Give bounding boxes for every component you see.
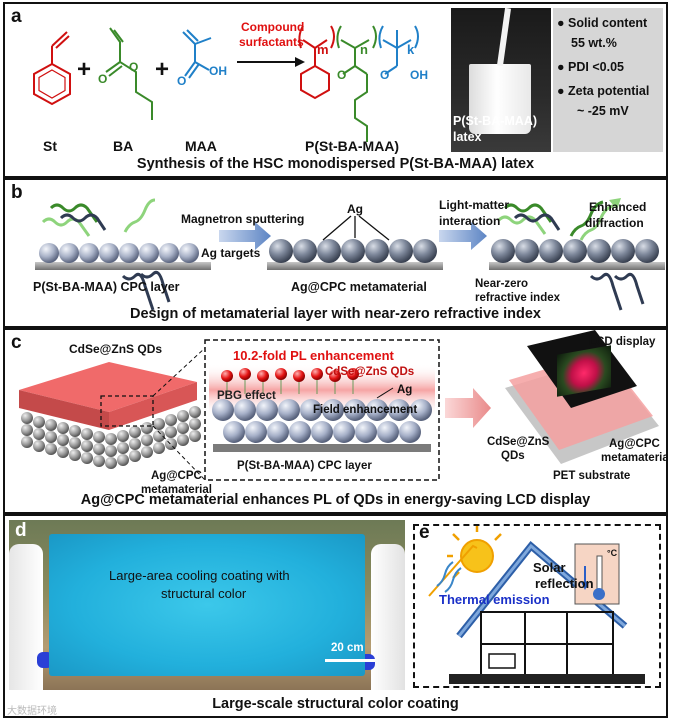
subscript-k: k <box>407 42 415 57</box>
panel-label-b: b <box>11 182 23 203</box>
inset-title: 10.2-fold PL enhancement <box>233 348 394 363</box>
scale-bar <box>325 659 375 662</box>
nearzero-line1: Near-zero <box>475 278 529 290</box>
product-label: P(St-BA-MAA) <box>305 138 400 154</box>
house-diagram <box>428 526 645 684</box>
nearzero-line2: refractive index <box>475 292 561 304</box>
monomer-maa-label: MAA <box>185 138 217 154</box>
solar-line2: reflection <box>535 576 594 591</box>
photo-text-line2: structural color <box>161 586 247 601</box>
agcpc2-line1: Ag@CPC <box>609 438 660 450</box>
person-right <box>371 544 405 690</box>
step2-line1: Light-matter <box>439 198 509 212</box>
arrow-label-line1: Compound <box>241 20 305 34</box>
cpc-layer-diagram <box>35 198 665 311</box>
layer2-label: Ag@CPC metamaterial <box>291 280 427 294</box>
prop-solid-content: ● Solid content <box>557 16 648 30</box>
subscript-n: n <box>360 42 368 57</box>
maa-structure <box>182 29 212 79</box>
pouring-stream <box>496 7 512 67</box>
qd-label: CdSe@ZnS QDs <box>69 342 163 356</box>
watermark: 大数据环境 <box>7 706 57 717</box>
panel-label-c: c <box>11 332 22 353</box>
enhanced-line2: diffraction <box>585 216 644 230</box>
ba-oxygen-label: O <box>98 72 108 86</box>
butyl-acrylate-structure <box>105 27 153 120</box>
ba-ester-oxygen-label: O <box>129 60 139 74</box>
plus-sign-2: + <box>155 56 170 83</box>
unit-label: °C <box>607 548 618 558</box>
agcpc-label-line1: Ag@CPC <box>151 470 202 482</box>
monomer-st-label: St <box>43 138 57 154</box>
panel-label-d: d <box>15 520 27 541</box>
panel-label-a: a <box>11 6 22 27</box>
photo-label-line2: latex <box>453 130 482 144</box>
inset-ag-label: Ag <box>397 384 413 396</box>
solar-line1: Solar <box>533 560 566 575</box>
ag-label: Ag <box>347 202 363 216</box>
polymer-carbonyl-oxygen: O <box>337 68 347 82</box>
agcpc-label-line2: metamaterial <box>141 484 212 496</box>
agcpc2-line2: metamaterial <box>601 452 668 464</box>
step1-line2: Ag targets <box>201 246 261 260</box>
panel-c: c <box>3 328 668 514</box>
polymer-structure <box>298 25 419 142</box>
panel-de: d Large-area cooling coating with struct… <box>3 514 668 718</box>
thermal-label: Thermal emission <box>439 592 550 607</box>
monomer-ba-label: BA <box>113 138 134 154</box>
field-label: Field enhancement <box>313 404 418 416</box>
caption-de: Large-scale structural color coating <box>212 696 459 712</box>
inset-qd-label: CdSe@ZnS QDs <box>325 366 415 378</box>
photo-label-line1: P(St-BA-MAA) <box>453 114 538 128</box>
polymer-hydroxyl: OH <box>410 68 428 82</box>
polymer-acid-oxygen: O <box>380 68 390 82</box>
pbg-label: PBG effect <box>217 390 276 402</box>
step2-line2: interaction <box>439 214 501 228</box>
plus-sign-1: + <box>77 56 92 83</box>
arrow-label-line2: surfactants <box>239 35 304 49</box>
lcd-label: LCD display <box>589 336 656 348</box>
panel-a: a St + O O BA + O OH MAA Compound surfac… <box>3 2 668 178</box>
caption-c: Ag@CPC metamaterial enhances PL of QDs i… <box>80 492 591 508</box>
enhanced-line1: Enhanced <box>589 200 647 214</box>
step1-line1: Magnetron sputtering <box>181 212 305 226</box>
scale-label: 20 cm <box>331 642 364 654</box>
qd2-line1: CdSe@ZnS <box>487 436 550 448</box>
person-left <box>9 544 43 690</box>
subscript-m: m <box>317 42 329 57</box>
maa-hydroxyl-label: OH <box>209 64 227 78</box>
latex-photo: P(St-BA-MAA) latex <box>451 7 551 152</box>
panel-b: b <box>3 178 668 328</box>
prop-zeta-value: ~ -25 mV <box>577 104 629 118</box>
coating-photo <box>9 520 405 690</box>
blue-coating-sheet <box>49 534 365 676</box>
layer1-label: P(St-BA-MAA) CPC layer <box>33 280 180 294</box>
caption-a: Synthesis of the HSC monodispersed P(St-… <box>136 156 535 172</box>
prop-zeta: ● Zeta potential <box>557 84 650 98</box>
prop-solid-value: 55 wt.% <box>571 36 617 50</box>
properties-box: ● Solid content 55 wt.% ● PDI <0.05 ● Ze… <box>553 8 663 152</box>
beaker-icon <box>469 64 531 134</box>
cpc-layer-label: P(St-BA-MAA) CPC layer <box>237 460 372 472</box>
caption-b: Design of metamaterial layer with near-z… <box>130 306 541 322</box>
reaction-arrow <box>237 57 305 67</box>
prop-pdi: ● PDI <0.05 <box>557 60 624 74</box>
maa-oxygen-label: O <box>177 74 187 88</box>
styrene-structure <box>33 31 71 106</box>
pet-label: PET substrate <box>553 470 631 482</box>
panel-label-e: e <box>419 522 430 543</box>
qd2-line2: QDs <box>501 450 525 462</box>
photo-text-line1: Large-area cooling coating with <box>109 568 290 583</box>
